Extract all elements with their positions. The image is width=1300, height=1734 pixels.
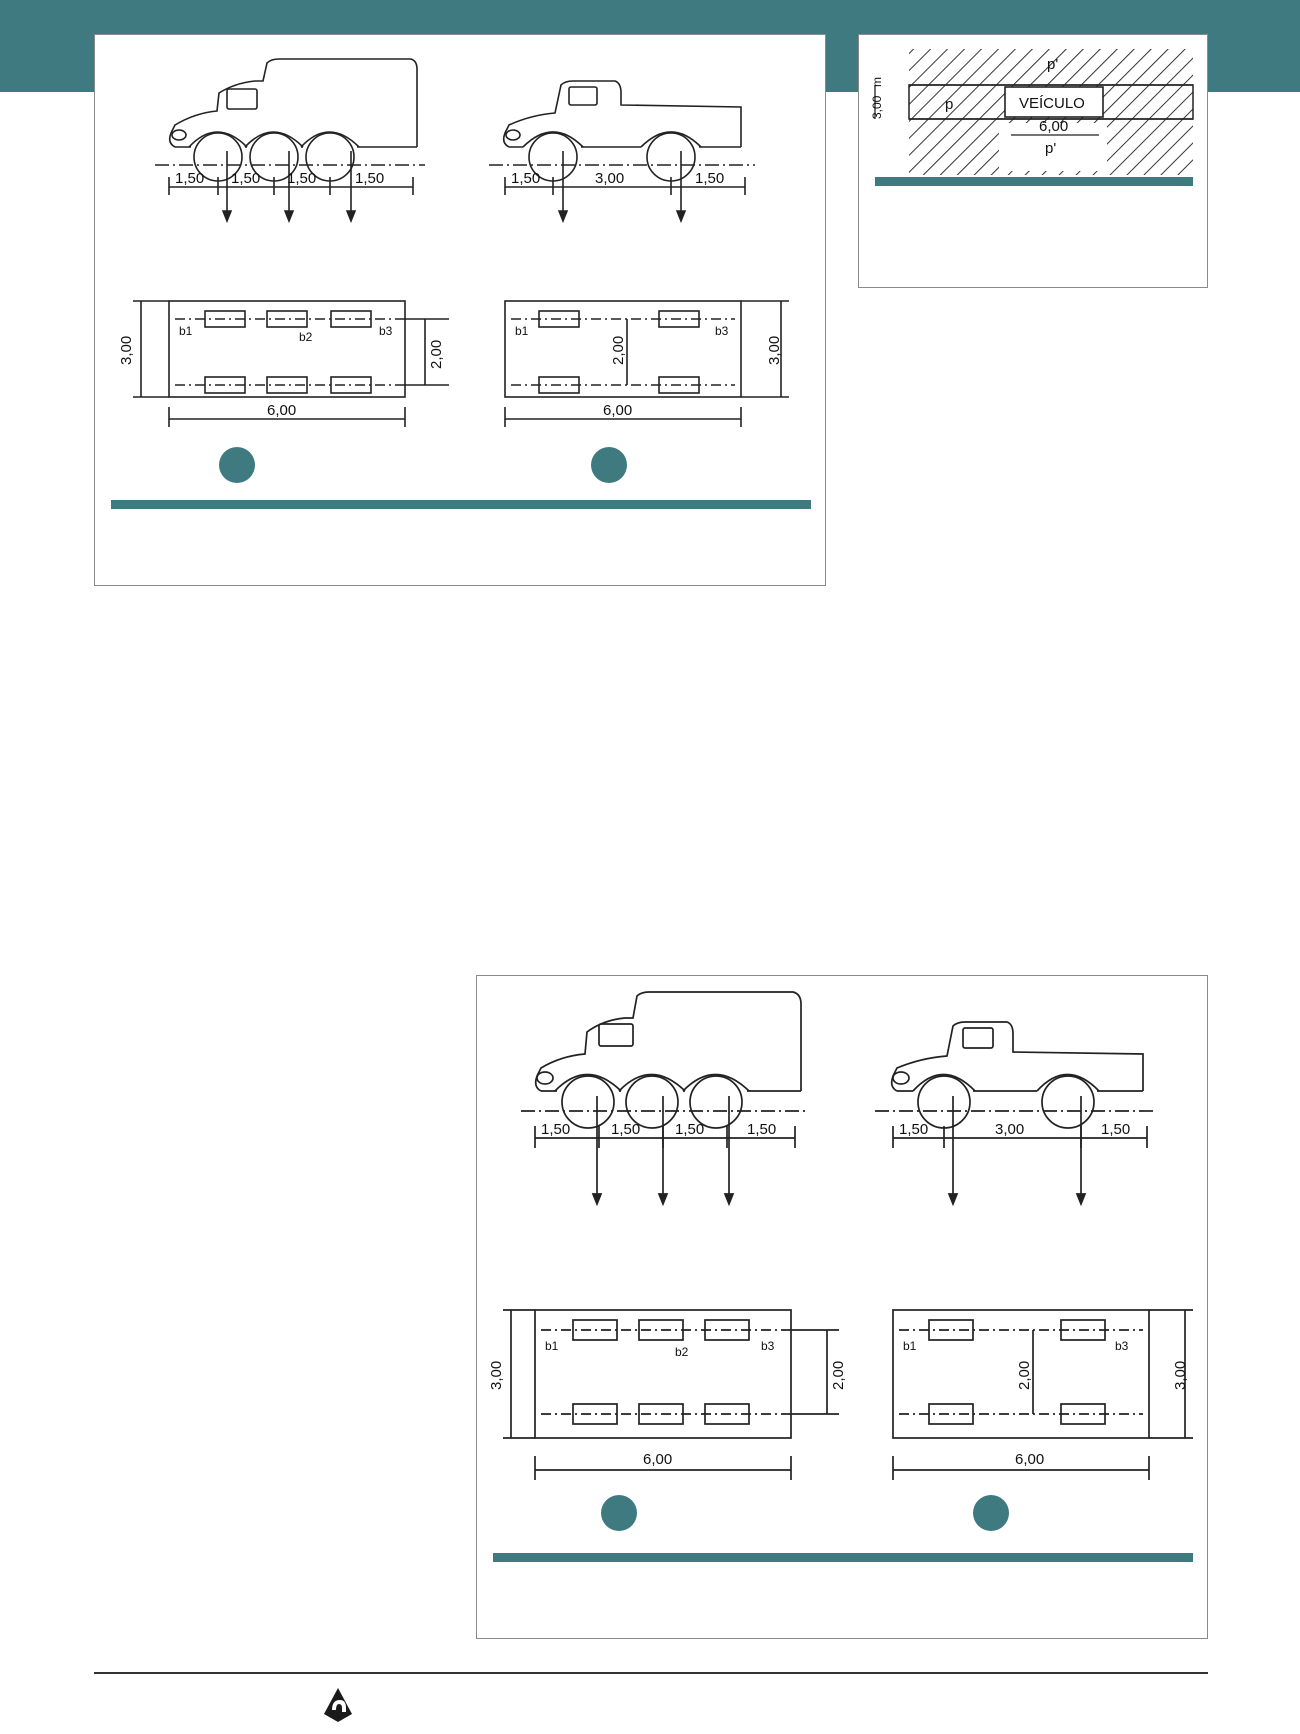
load-p-prime-bottom: p' [1045,140,1056,157]
spacing-4: 1,50 [355,170,384,187]
truck-drawings: 1,50 1,50 1,50 1,50 1,50 3,00 1,50 3,00 … [488,991,1193,1480]
spacing-3: 1,50 [675,1121,704,1138]
b1-label: b1 [179,324,193,338]
load-p-prime: p' [1047,56,1058,73]
spacing-3: 1,50 [695,170,724,187]
b1-label: b1 [515,324,529,338]
b2-label: b2 [299,330,313,344]
figure-trucks-top: 1,50 1,50 1,50 1,50 1,50 3,00 1,50 3,00 … [94,34,826,586]
spacing-2: 1,50 [231,170,260,187]
load-p: p [945,96,953,113]
figure-marker-a [219,447,255,483]
figure-lane-loads: VEÍCULO p p' p' 6,00 3,00 m [858,34,1208,288]
three-axle-truck-body [168,58,418,148]
vehicle-label: VEÍCULO [1019,95,1085,112]
footer-rule [94,1672,1208,1674]
b3-label: b3 [1115,1339,1129,1353]
gap-label: 2,00 [428,340,445,369]
length-label: 6,00 [1015,1451,1044,1468]
unit-label: m [870,77,884,87]
b3-label: b3 [379,324,393,338]
b3-label: b3 [761,1339,775,1353]
length-label: 6,00 [267,402,296,419]
caption-bar [875,177,1193,186]
b2-label: b2 [675,1345,689,1359]
figure-marker-b [973,1495,1009,1531]
spacing-1: 1,50 [899,1121,928,1138]
b3-label: b3 [715,324,729,338]
three-axle-plan [168,300,406,398]
spacing-2: 3,00 [995,1121,1024,1138]
width-label: 3,00 [870,95,884,119]
spacing-2: 3,00 [595,170,624,187]
spacing-1: 1,50 [175,170,204,187]
spacing-3: 1,50 [1101,1121,1130,1138]
spacing-4: 1,50 [747,1121,776,1138]
caption-bar [493,1553,1193,1562]
wheel-rear [646,132,696,182]
width-label: 3,00 [766,336,783,365]
publisher-logo-icon [324,1688,352,1722]
truck-drawings: 1,50 1,50 1,50 1,50 1,50 3,00 1,50 3,00 … [118,58,789,427]
b1-label: b1 [903,1339,917,1353]
lane-diagram: VEÍCULO p p' p' 6,00 3,00 m [870,49,1194,175]
width-label: 3,00 [1172,1361,1189,1390]
figure-trucks-bottom: 1,50 1,50 1,50 1,50 1,50 3,00 1,50 3,00 … [476,975,1208,1639]
gap-label: 2,00 [610,336,627,365]
figure-marker-b [591,447,627,483]
spacing-2: 1,50 [611,1121,640,1138]
b1-label: b1 [545,1339,559,1353]
gap-label: 2,00 [830,1361,847,1390]
two-axle-truck-body [502,80,742,148]
width-label: 3,00 [488,1361,505,1390]
two-axle-plan [504,300,742,398]
length-label: 6,00 [1039,118,1068,135]
length-label: 6,00 [643,1451,672,1468]
figure-marker-a [601,1495,637,1531]
spacing-1: 1,50 [541,1121,570,1138]
caption-bar [111,500,811,509]
width-label: 3,00 [118,336,135,365]
length-label: 6,00 [603,402,632,419]
gap-label: 2,00 [1016,1361,1033,1390]
spacing-3: 1,50 [287,170,316,187]
vehicle-box [1004,86,1104,118]
spacing-1: 1,50 [511,170,540,187]
